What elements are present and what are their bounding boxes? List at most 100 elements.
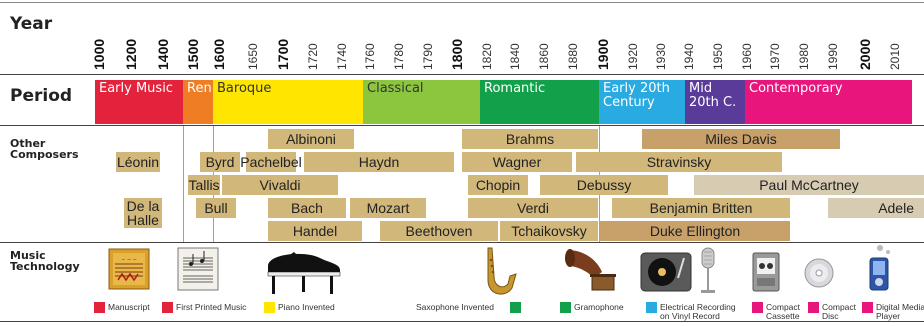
digital-media-player-label: Digital Media Player bbox=[876, 303, 924, 321]
first-printed-music-label: First Printed Music bbox=[176, 302, 247, 312]
period-early-20th-century: Early 20th Century bbox=[599, 80, 685, 124]
compact-cassette-legend-square bbox=[752, 302, 763, 313]
digital-media-player-icon bbox=[866, 244, 894, 292]
period-row-label: Period bbox=[10, 86, 73, 106]
piano-invented-legend-square bbox=[264, 302, 275, 313]
year-tick: 1930 bbox=[654, 43, 668, 70]
year-tick: 1920 bbox=[626, 43, 640, 70]
digital-media-player-legend-square bbox=[862, 302, 873, 313]
year-tick: 1650 bbox=[246, 43, 260, 70]
period-early-20th-line1: Early 20th bbox=[603, 81, 670, 96]
composer-chopin: Chopin bbox=[468, 175, 528, 195]
piano-icon bbox=[264, 246, 344, 296]
composer-handel: Handel bbox=[268, 221, 362, 241]
electrical-recording-label: Electrical Recording on Vinyl Record bbox=[660, 303, 736, 321]
gramophone-label: Gramophone bbox=[574, 302, 624, 312]
digital-media-player-label-line1: Digital Media bbox=[876, 302, 924, 312]
composer-tchaikovsky: Tchaikovsky bbox=[500, 221, 598, 241]
divider-composers-technology bbox=[0, 242, 924, 243]
piano-invented-label: Piano Invented bbox=[278, 302, 335, 312]
composer-wagner: Wagner bbox=[462, 152, 572, 172]
divider-top bbox=[0, 2, 924, 3]
composer-benjamin-britten: Benjamin Britten bbox=[612, 198, 790, 218]
electrical-recording-legend-square bbox=[646, 302, 657, 313]
composer-brahms: Brahms bbox=[462, 129, 598, 149]
music-technology-label-line2: Technology bbox=[10, 260, 80, 273]
year-tick: 1800 bbox=[449, 38, 465, 70]
year-tick: 1700 bbox=[275, 38, 291, 70]
compact-disc-legend-square bbox=[808, 302, 819, 313]
year-tick: 1400 bbox=[155, 38, 171, 70]
year-tick: 1860 bbox=[537, 43, 551, 70]
composer-bach: Bach bbox=[268, 198, 346, 218]
period-mid-20th-line1: Mid bbox=[689, 81, 713, 96]
composer-stravinsky: Stravinsky bbox=[576, 152, 782, 172]
composer-miles-davis: Miles Davis bbox=[642, 129, 840, 149]
composer-mozart: Mozart bbox=[350, 198, 426, 218]
year-tick: 1740 bbox=[335, 43, 349, 70]
record-player-icon bbox=[640, 252, 692, 292]
year-tick: 1200 bbox=[123, 38, 139, 70]
period-mid-20th-century: Mid 20th C. bbox=[685, 80, 745, 124]
gramophone-legend-square bbox=[560, 302, 571, 313]
year-tick: 1980 bbox=[797, 43, 811, 70]
composer-tallis: Tallis bbox=[188, 175, 220, 195]
period-early-20th-line2: Century bbox=[603, 95, 655, 110]
year-tick: 1780 bbox=[392, 43, 406, 70]
period-early-music: Early Music bbox=[95, 80, 183, 124]
year-tick: 1500 bbox=[185, 38, 201, 70]
year-tick: 1990 bbox=[826, 43, 840, 70]
divider-period-composers bbox=[0, 125, 924, 126]
compact-cassette-label-line2: Cassette bbox=[766, 311, 800, 321]
divider-bottom bbox=[0, 321, 924, 322]
printed-music-icon bbox=[176, 246, 220, 292]
other-composers-label-line1: Other bbox=[10, 137, 46, 150]
composer-albinoni: Albinoni bbox=[268, 129, 354, 149]
composer-paul-mccartney: Paul McCartney bbox=[694, 175, 924, 195]
digital-media-player-label-line2: Player bbox=[876, 311, 901, 321]
compact-disc-label: Compact Disc bbox=[822, 303, 856, 321]
period-mid-20th-line2: 20th C. bbox=[689, 95, 737, 110]
year-tick: 2000 bbox=[857, 38, 873, 70]
composer-pachelbel: Pachelbel bbox=[240, 152, 302, 172]
composer-de-la-halle: De la Halle bbox=[124, 198, 162, 228]
electrical-recording-label-line2: on Vinyl Record bbox=[660, 311, 720, 321]
svg-text:~ ~ ~: ~ ~ ~ bbox=[121, 257, 137, 263]
period-baroque: Baroque bbox=[213, 80, 363, 124]
year-tick: 1820 bbox=[480, 43, 494, 70]
gramophone-icon bbox=[562, 244, 618, 296]
compact-disc-label-line1: Compact bbox=[822, 302, 857, 312]
composer-de-la-halle-line2: Halle bbox=[127, 212, 159, 228]
compact-disc-label-line2: Disc bbox=[822, 311, 839, 321]
other-composers-label-line2: Composers bbox=[10, 148, 79, 161]
year-tick: 1790 bbox=[421, 43, 435, 70]
electrical-recording-label-line1: Electrical Recording bbox=[660, 302, 736, 312]
other-composers-row-label: Other Composers bbox=[10, 138, 79, 160]
manuscript-legend-square bbox=[94, 302, 105, 313]
period-romantic: Romantic bbox=[480, 80, 599, 124]
saxophone-invented-legend-square bbox=[510, 302, 521, 313]
year-tick: 1900 bbox=[595, 38, 611, 70]
year-tick: 1970 bbox=[768, 43, 782, 70]
composer-haydn: Haydn bbox=[304, 152, 454, 172]
composer-bull: Bull bbox=[196, 198, 236, 218]
year-tick: 2010 bbox=[888, 43, 902, 70]
year-tick: 1760 bbox=[363, 43, 377, 70]
period-renaissance: Ren. bbox=[183, 80, 216, 124]
year-tick: 1960 bbox=[740, 43, 754, 70]
music-technology-label-line1: Music bbox=[10, 249, 46, 262]
saxophone-icon bbox=[476, 246, 520, 298]
compact-cassette-label: Compact Cassette bbox=[766, 303, 800, 321]
cassette-icon bbox=[752, 252, 780, 292]
composer-debussy: Debussy bbox=[540, 175, 668, 195]
saxophone-invented-label: Saxophone Invented bbox=[416, 302, 494, 312]
year-tick: 1880 bbox=[566, 43, 580, 70]
composer-vivaldi: Vivaldi bbox=[222, 175, 338, 195]
year-tick: 1840 bbox=[508, 43, 522, 70]
era-line bbox=[183, 126, 184, 242]
compact-cassette-label-line1: Compact bbox=[766, 302, 801, 312]
composer-byrd: Byrd bbox=[200, 152, 240, 172]
year-tick: 1000 bbox=[91, 38, 107, 70]
first-printed-music-legend-square bbox=[162, 302, 173, 313]
year-tick: 1720 bbox=[306, 43, 320, 70]
